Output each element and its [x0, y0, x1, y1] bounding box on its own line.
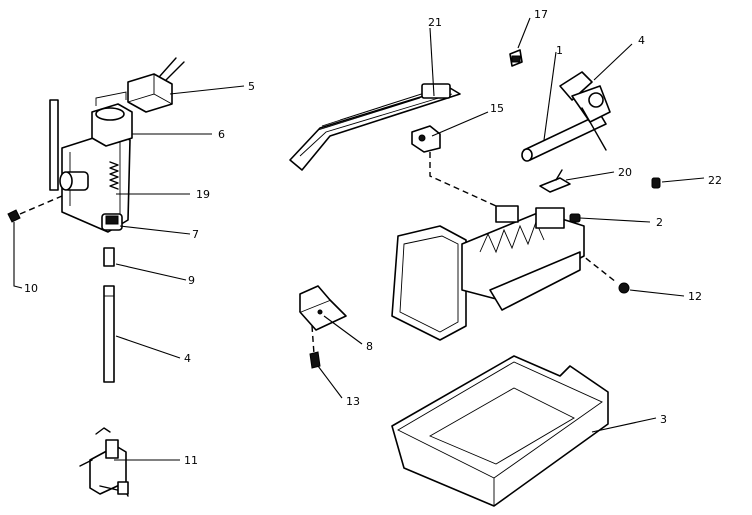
callout-17: 17 — [534, 8, 548, 21]
callout-labels: 1 2 3 4 4 5 6 7 8 9 10 11 12 13 15 17 19… — [24, 8, 722, 467]
shaft — [521, 113, 607, 162]
icemaker-housing — [391, 205, 585, 341]
ice-bin — [391, 355, 609, 507]
callout-5: 5 — [248, 80, 255, 93]
screw-22 — [651, 177, 661, 189]
nut-12 — [618, 282, 630, 294]
callout-13: 13 — [346, 395, 360, 408]
callout-19: 19 — [196, 188, 210, 201]
callout-6: 6 — [218, 128, 225, 141]
callout-3: 3 — [660, 413, 667, 426]
screw-2 — [569, 213, 581, 223]
leader-lines — [13, 17, 705, 461]
callout-22: 22 — [708, 174, 722, 187]
shutoff-arm — [559, 71, 611, 151]
assembly-line-c — [311, 325, 315, 355]
callout-10: 10 — [24, 282, 38, 295]
callout-8: 8 — [366, 340, 373, 353]
water-valve — [79, 427, 129, 497]
callout-2: 2 — [656, 216, 663, 229]
assembly-line-a — [429, 152, 497, 207]
screw-10 — [7, 195, 63, 223]
callout-15: 15 — [490, 102, 504, 115]
part-17 — [509, 49, 523, 67]
assembly-line-b — [577, 251, 617, 283]
callout-4-tube: 4 — [184, 352, 191, 365]
callout-4-arm: 4 — [638, 34, 645, 47]
spring-20 — [539, 169, 571, 193]
wire-connector — [127, 57, 185, 113]
clip-15 — [411, 125, 441, 153]
callout-11: 11 — [184, 454, 198, 467]
callout-12: 12 — [688, 290, 702, 303]
mounting-bracket — [299, 285, 347, 331]
callout-21: 21 — [428, 16, 442, 29]
fill-tube-parts — [103, 247, 115, 383]
callout-7: 7 — [192, 228, 199, 241]
solenoid-assembly — [49, 91, 133, 233]
callout-1: 1 — [556, 44, 563, 57]
wiring-harness — [289, 83, 461, 171]
callout-20: 20 — [618, 166, 632, 179]
callout-9: 9 — [188, 274, 195, 287]
screw-13 — [309, 351, 321, 369]
